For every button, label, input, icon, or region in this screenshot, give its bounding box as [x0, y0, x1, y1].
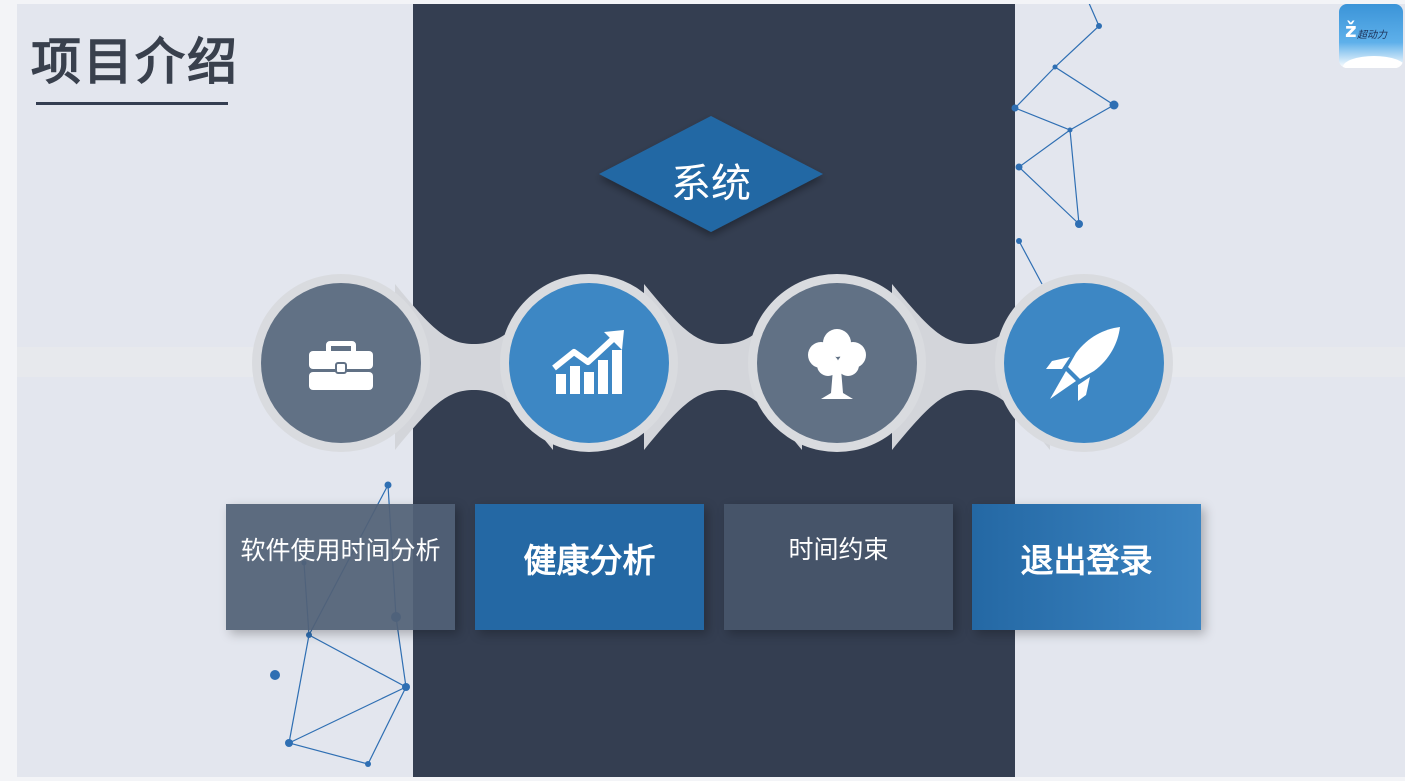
step-card-health-analysis[interactable]: 健康分析: [475, 504, 704, 630]
logo-cloud-icon: [1343, 56, 1403, 68]
decoration-layer: [17, 4, 1405, 767]
network-decoration-top: [1013, 4, 1116, 285]
tree-icon[interactable]: [757, 283, 917, 443]
briefcase-icon[interactable]: [261, 283, 421, 443]
logo-text: 超动力: [1357, 30, 1387, 41]
step-card-label: 健康分析: [523, 541, 656, 580]
step-card-time-limit[interactable]: 时间约束: [724, 504, 953, 630]
system-diamond: [599, 116, 823, 232]
logo-swash-icon: ž: [1345, 18, 1357, 42]
step-card-usage-analysis[interactable]: 软件使用时间分析: [226, 504, 455, 630]
step-card-label: 时间约束: [788, 535, 889, 564]
timeline-connectors: [395, 284, 1050, 450]
brand-logo: ž 超动力: [1339, 4, 1403, 68]
step-card-label: 退出登录: [1020, 541, 1153, 580]
growth-chart-icon[interactable]: [509, 283, 669, 443]
page-title: 项目介绍: [31, 33, 239, 91]
title-underline: [36, 102, 228, 105]
network-nodes-top: [1011, 23, 1119, 244]
slide-canvas: 项目介绍 ž 超动力 系统: [17, 4, 1405, 777]
step-card-logout[interactable]: 退出登录: [972, 504, 1201, 630]
system-label: 系统: [671, 161, 751, 207]
step-card-label: 软件使用时间分析: [240, 536, 441, 565]
rocket-icon[interactable]: [1004, 283, 1164, 443]
